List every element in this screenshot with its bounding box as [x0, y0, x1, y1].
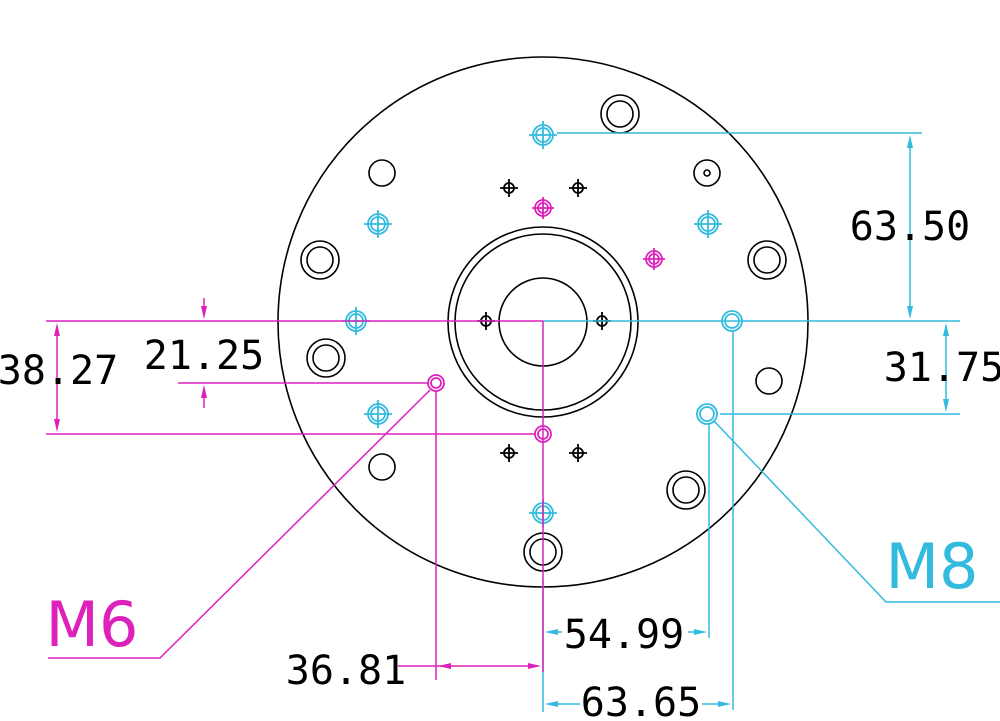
- pin-hole-crosshair: [569, 179, 587, 197]
- dim-63-50: 63.50: [850, 204, 970, 250]
- dim-31-75: 31.75: [884, 345, 1000, 391]
- arrowhead: [201, 385, 207, 398]
- arrowhead: [545, 629, 558, 635]
- arrowhead: [438, 663, 451, 669]
- arrowhead: [545, 701, 558, 707]
- plain-hole: [755, 367, 783, 395]
- m8-hole: [364, 400, 392, 428]
- arrowhead: [54, 419, 60, 432]
- plain-hole: [368, 453, 396, 481]
- m8-label: M8: [886, 530, 979, 603]
- m6-dimension-lines: [46, 298, 544, 680]
- m8-arrowheads: [545, 135, 949, 707]
- dim-54-99: 54.99: [564, 612, 684, 658]
- counterbore-hole: [306, 338, 346, 378]
- pin-hole-crosshair: [569, 444, 587, 462]
- arrowhead: [694, 629, 707, 635]
- counterbore-hole: [666, 470, 706, 510]
- arrowhead: [718, 701, 731, 707]
- counterbore-hole: [300, 240, 340, 280]
- m8-hole: [529, 121, 557, 149]
- m8-leader: [713, 420, 1000, 603]
- pin-hole-crosshair: [500, 179, 518, 197]
- m6-leader: [48, 389, 431, 659]
- dim-36-81: 36.81: [286, 648, 406, 694]
- plain-hole: [368, 159, 396, 187]
- m8-hole: [694, 210, 722, 238]
- arrowhead: [943, 323, 949, 336]
- arrowhead: [907, 306, 913, 319]
- m6-hole: [643, 248, 665, 270]
- dim-38-27: 38.27: [0, 348, 118, 394]
- m8-hole: [364, 210, 392, 238]
- arrowhead: [907, 135, 913, 148]
- m6-hole: [532, 197, 554, 219]
- dim-21-25: 21.25: [144, 333, 264, 379]
- m8-hole: [696, 403, 718, 425]
- m6-arrowheads: [54, 306, 541, 669]
- dimension-labels: 63.50 31.75 38.27 21.25 36.81 54.99 63.6…: [0, 204, 1000, 721]
- m6-label: M6: [46, 588, 139, 661]
- marked-hole: [693, 159, 721, 187]
- arrowhead: [943, 399, 949, 412]
- pin-hole-crosshair: [500, 444, 518, 462]
- counterbore-hole: [747, 240, 787, 280]
- arrowhead: [201, 306, 207, 319]
- arrowhead: [54, 323, 60, 336]
- dim-63-65: 63.65: [581, 680, 701, 721]
- arrowhead: [528, 663, 541, 669]
